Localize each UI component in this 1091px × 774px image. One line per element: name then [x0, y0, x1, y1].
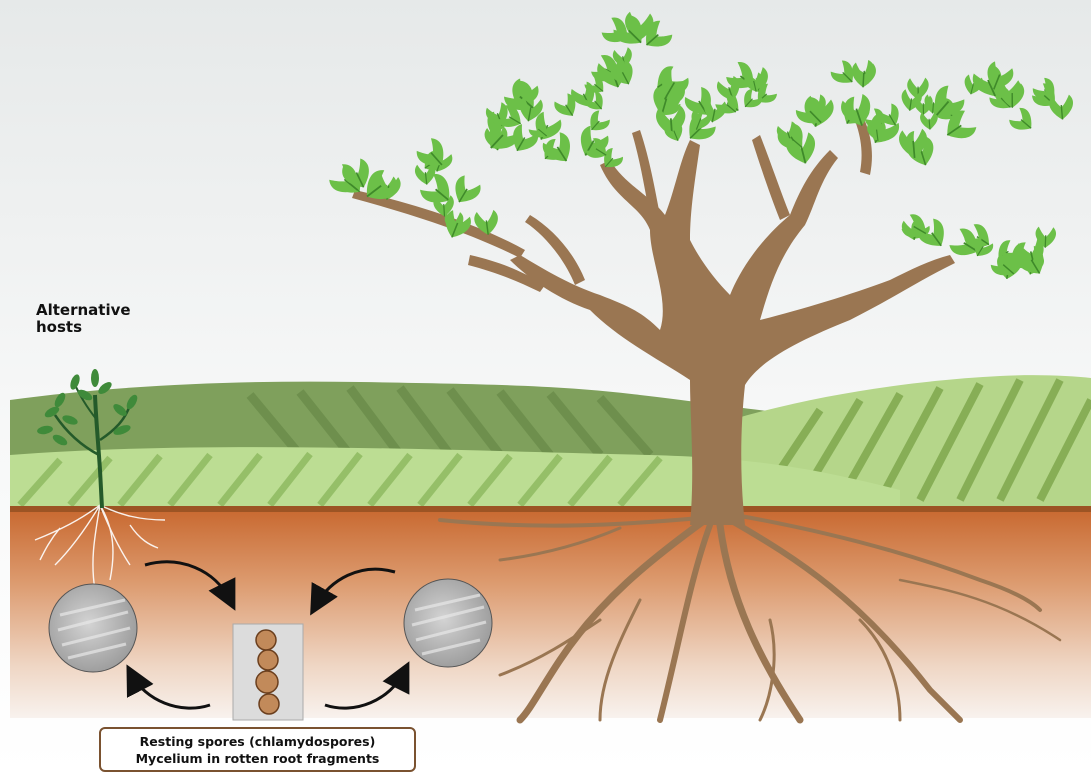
soil-surface-line — [10, 506, 1091, 512]
mycelium-micrograph-left — [49, 584, 137, 672]
caption-line1: Resting spores (chlamydospores) — [101, 733, 414, 750]
mycelium-micrograph-right — [404, 579, 492, 667]
alternative-hosts-line2: hosts — [36, 319, 131, 336]
resting-spores-caption: Resting spores (chlamydospores) Mycelium… — [99, 727, 416, 772]
caption-line2: Mycelium in rotten root fragments — [101, 750, 414, 767]
alternative-hosts-label: Alternative hosts — [36, 302, 131, 336]
chlamydospore-micrograph — [233, 624, 303, 720]
alternative-hosts-line1: Alternative — [36, 302, 131, 319]
